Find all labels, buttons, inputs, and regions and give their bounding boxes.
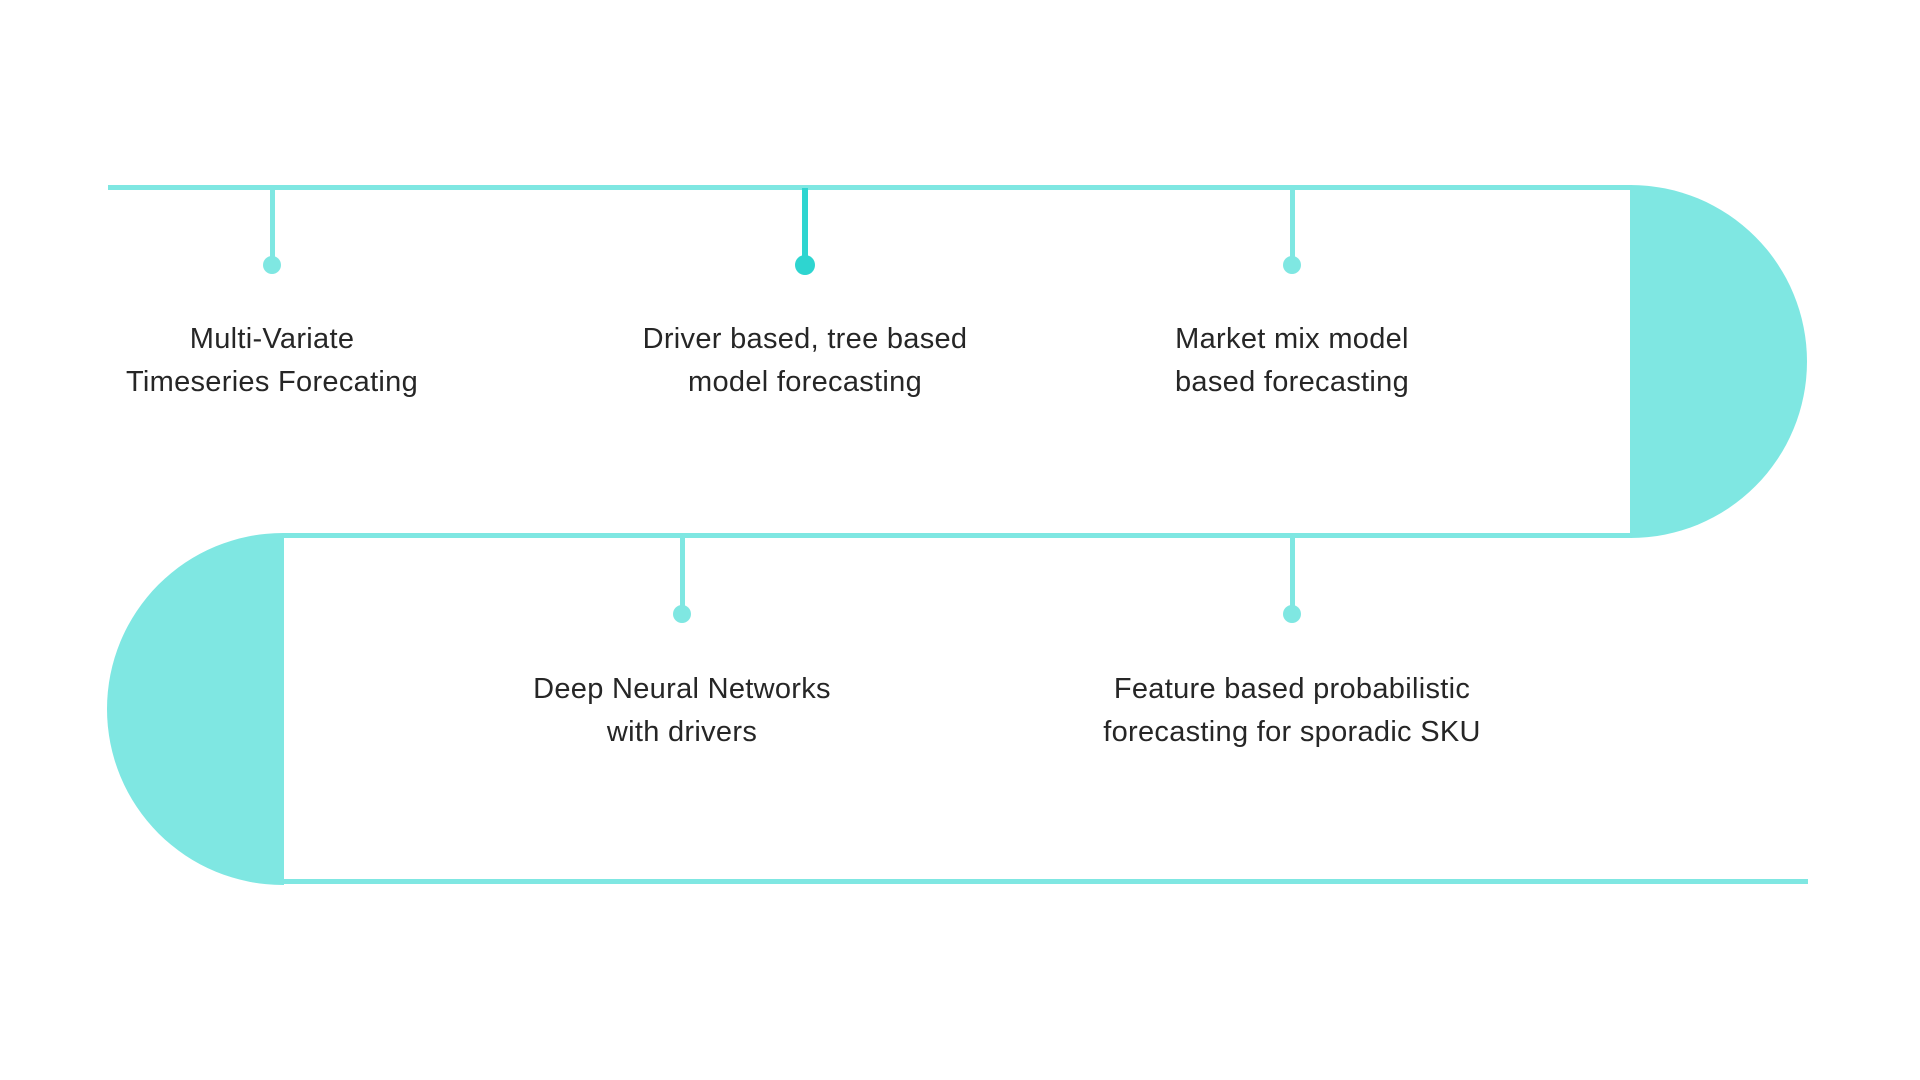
label-line: Deep Neural Networks xyxy=(533,673,831,705)
label-market-mix: Market mix model based forecasting xyxy=(1052,318,1532,404)
label-line: Driver based, tree based xyxy=(642,323,968,355)
label-feature-probabilistic: Feature based probabilistic forecasting … xyxy=(1052,668,1532,754)
tick-connector-deep-neural xyxy=(680,536,685,607)
timeline-line-bottom xyxy=(284,879,1808,884)
label-line: forecasting for sporadic SKU xyxy=(1103,716,1481,748)
tick-connector-market-mix xyxy=(1290,188,1295,258)
tick-connector-driver-based xyxy=(802,188,808,258)
label-line: Multi-Variate xyxy=(189,323,355,355)
tick-dot-multi-variate xyxy=(263,256,281,274)
timeline-line-top xyxy=(108,185,1632,190)
timeline-line-middle xyxy=(284,533,1632,538)
tick-dot-feature-probabilistic xyxy=(1283,605,1301,623)
label-line: based forecasting xyxy=(1174,366,1410,398)
tick-dot-driver-based xyxy=(795,255,815,275)
label-line: Timeseries Forecating xyxy=(125,366,419,398)
label-multi-variate: Multi-Variate Timeseries Forecating xyxy=(32,318,512,404)
label-line: Market mix model xyxy=(1175,323,1409,355)
tick-connector-feature-probabilistic xyxy=(1290,536,1295,607)
tick-dot-market-mix xyxy=(1283,256,1301,274)
label-deep-neural: Deep Neural Networks with drivers xyxy=(442,668,922,754)
tick-connector-multi-variate xyxy=(270,188,275,258)
label-line: model forecasting xyxy=(688,366,922,398)
label-line: Feature based probabilistic xyxy=(1113,673,1471,705)
timeline-turn-left-arc xyxy=(107,533,284,885)
label-line: with drivers xyxy=(606,716,758,748)
label-driver-based: Driver based, tree based model forecasti… xyxy=(565,318,1045,404)
timeline-turn-right-arc xyxy=(1630,185,1807,538)
tick-dot-deep-neural xyxy=(673,605,691,623)
